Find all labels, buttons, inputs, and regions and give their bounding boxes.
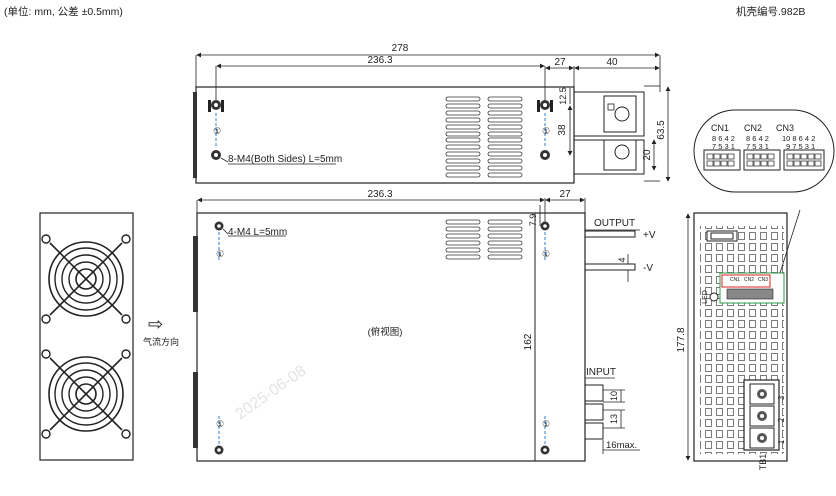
cn1-top-pins: 8 6 4 2 <box>712 134 735 143</box>
watermark: 2025-06-08 <box>233 362 310 423</box>
top-view: ① ① <box>193 52 671 184</box>
dim-4: 4 <box>617 257 627 262</box>
dim-16max: 16max. <box>606 440 637 451</box>
units-note: (单位: mm, 公差 ±0.5mm) <box>4 6 123 18</box>
dim-13: 13 <box>609 414 619 424</box>
dim-10: 10 <box>609 391 619 401</box>
cn1-label: CN1 <box>711 123 729 133</box>
top-dim-63-5: 63.5 <box>656 120 667 140</box>
main-screw-note: 4-M4 L=5mm <box>228 227 287 238</box>
fan-bottom-icon <box>41 349 131 439</box>
airflow-label: 气流方向 <box>143 336 179 347</box>
connector-detail-bubble <box>693 109 835 193</box>
tb-pin-3: 3 <box>777 395 786 400</box>
svg-text:①: ① <box>216 249 224 259</box>
cn3-label: CN3 <box>776 123 794 133</box>
top-dim-12-5: 12.5 <box>558 87 568 105</box>
tiny-cn1: CN1 <box>730 277 740 283</box>
top-screw-note: 8-M4(Both Sides) L=5mm <box>228 154 342 165</box>
tb-pin-2: 2 <box>777 417 786 422</box>
top-dim-20: 20 <box>642 149 653 161</box>
tb1-label: TB1 <box>758 454 768 471</box>
mount-hole-tl <box>208 100 224 112</box>
cn2-top-pins: 8 6 4 2 <box>746 134 769 143</box>
main-center-label: (俯视图) <box>368 326 403 338</box>
tiny-cn3: CN3 <box>758 277 768 283</box>
output-label: OUTPUT <box>594 218 635 229</box>
cn1-bottom-pins: 7 5 3 1 <box>712 142 735 151</box>
svg-text:①: ① <box>542 249 550 259</box>
tiny-cn2: CN2 <box>744 277 754 283</box>
fan-top-icon <box>41 234 131 324</box>
cn3-top-pins: 10 8 6 4 2 <box>782 134 815 143</box>
case-number: 机壳编号.982B <box>736 6 806 18</box>
svg-text:①: ① <box>213 126 221 136</box>
top-dim-bracket: 40 <box>606 57 618 68</box>
svg-text:2025-06-08: 2025-06-08 <box>233 362 310 423</box>
main-dim-height: 162 <box>523 333 534 350</box>
main-dim-right: 27 <box>559 189 571 200</box>
mount-hole-bl <box>211 150 221 160</box>
mount-hole-tr <box>537 100 553 112</box>
top-dim-right: 27 <box>554 57 566 68</box>
right-dim-height: 177.8 <box>676 327 687 352</box>
top-dim-38: 38 <box>557 124 568 136</box>
svg-text:①: ① <box>542 126 550 136</box>
airflow-arrow-icon: ⇨ <box>148 314 163 334</box>
svg-text:①: ① <box>216 419 224 429</box>
svg-text:①: ① <box>542 419 550 429</box>
main-dim-7-9: 7.9 <box>528 214 538 227</box>
cn3-bottom-pins: 9 7 5 3 1 <box>786 142 815 151</box>
cn2-bottom-pins: 7 5 3 1 <box>746 142 769 151</box>
right-view <box>685 209 801 462</box>
plus-v-label: +V <box>643 230 656 241</box>
top-dim-total: 278 <box>392 43 409 54</box>
main-dim-inner: 236.3 <box>367 189 392 200</box>
left-view-fans <box>39 212 134 461</box>
top-dim-inner: 236.3 <box>367 55 392 66</box>
cn2-label: CN2 <box>744 123 762 133</box>
tb-pin-1: 1 <box>777 439 786 444</box>
minus-v-label: -V <box>643 263 653 274</box>
main-view: ① ① ① ① <box>193 197 640 462</box>
mount-hole-br <box>540 150 550 160</box>
led-label: LED <box>702 290 709 304</box>
input-label: INPUT <box>586 367 616 378</box>
